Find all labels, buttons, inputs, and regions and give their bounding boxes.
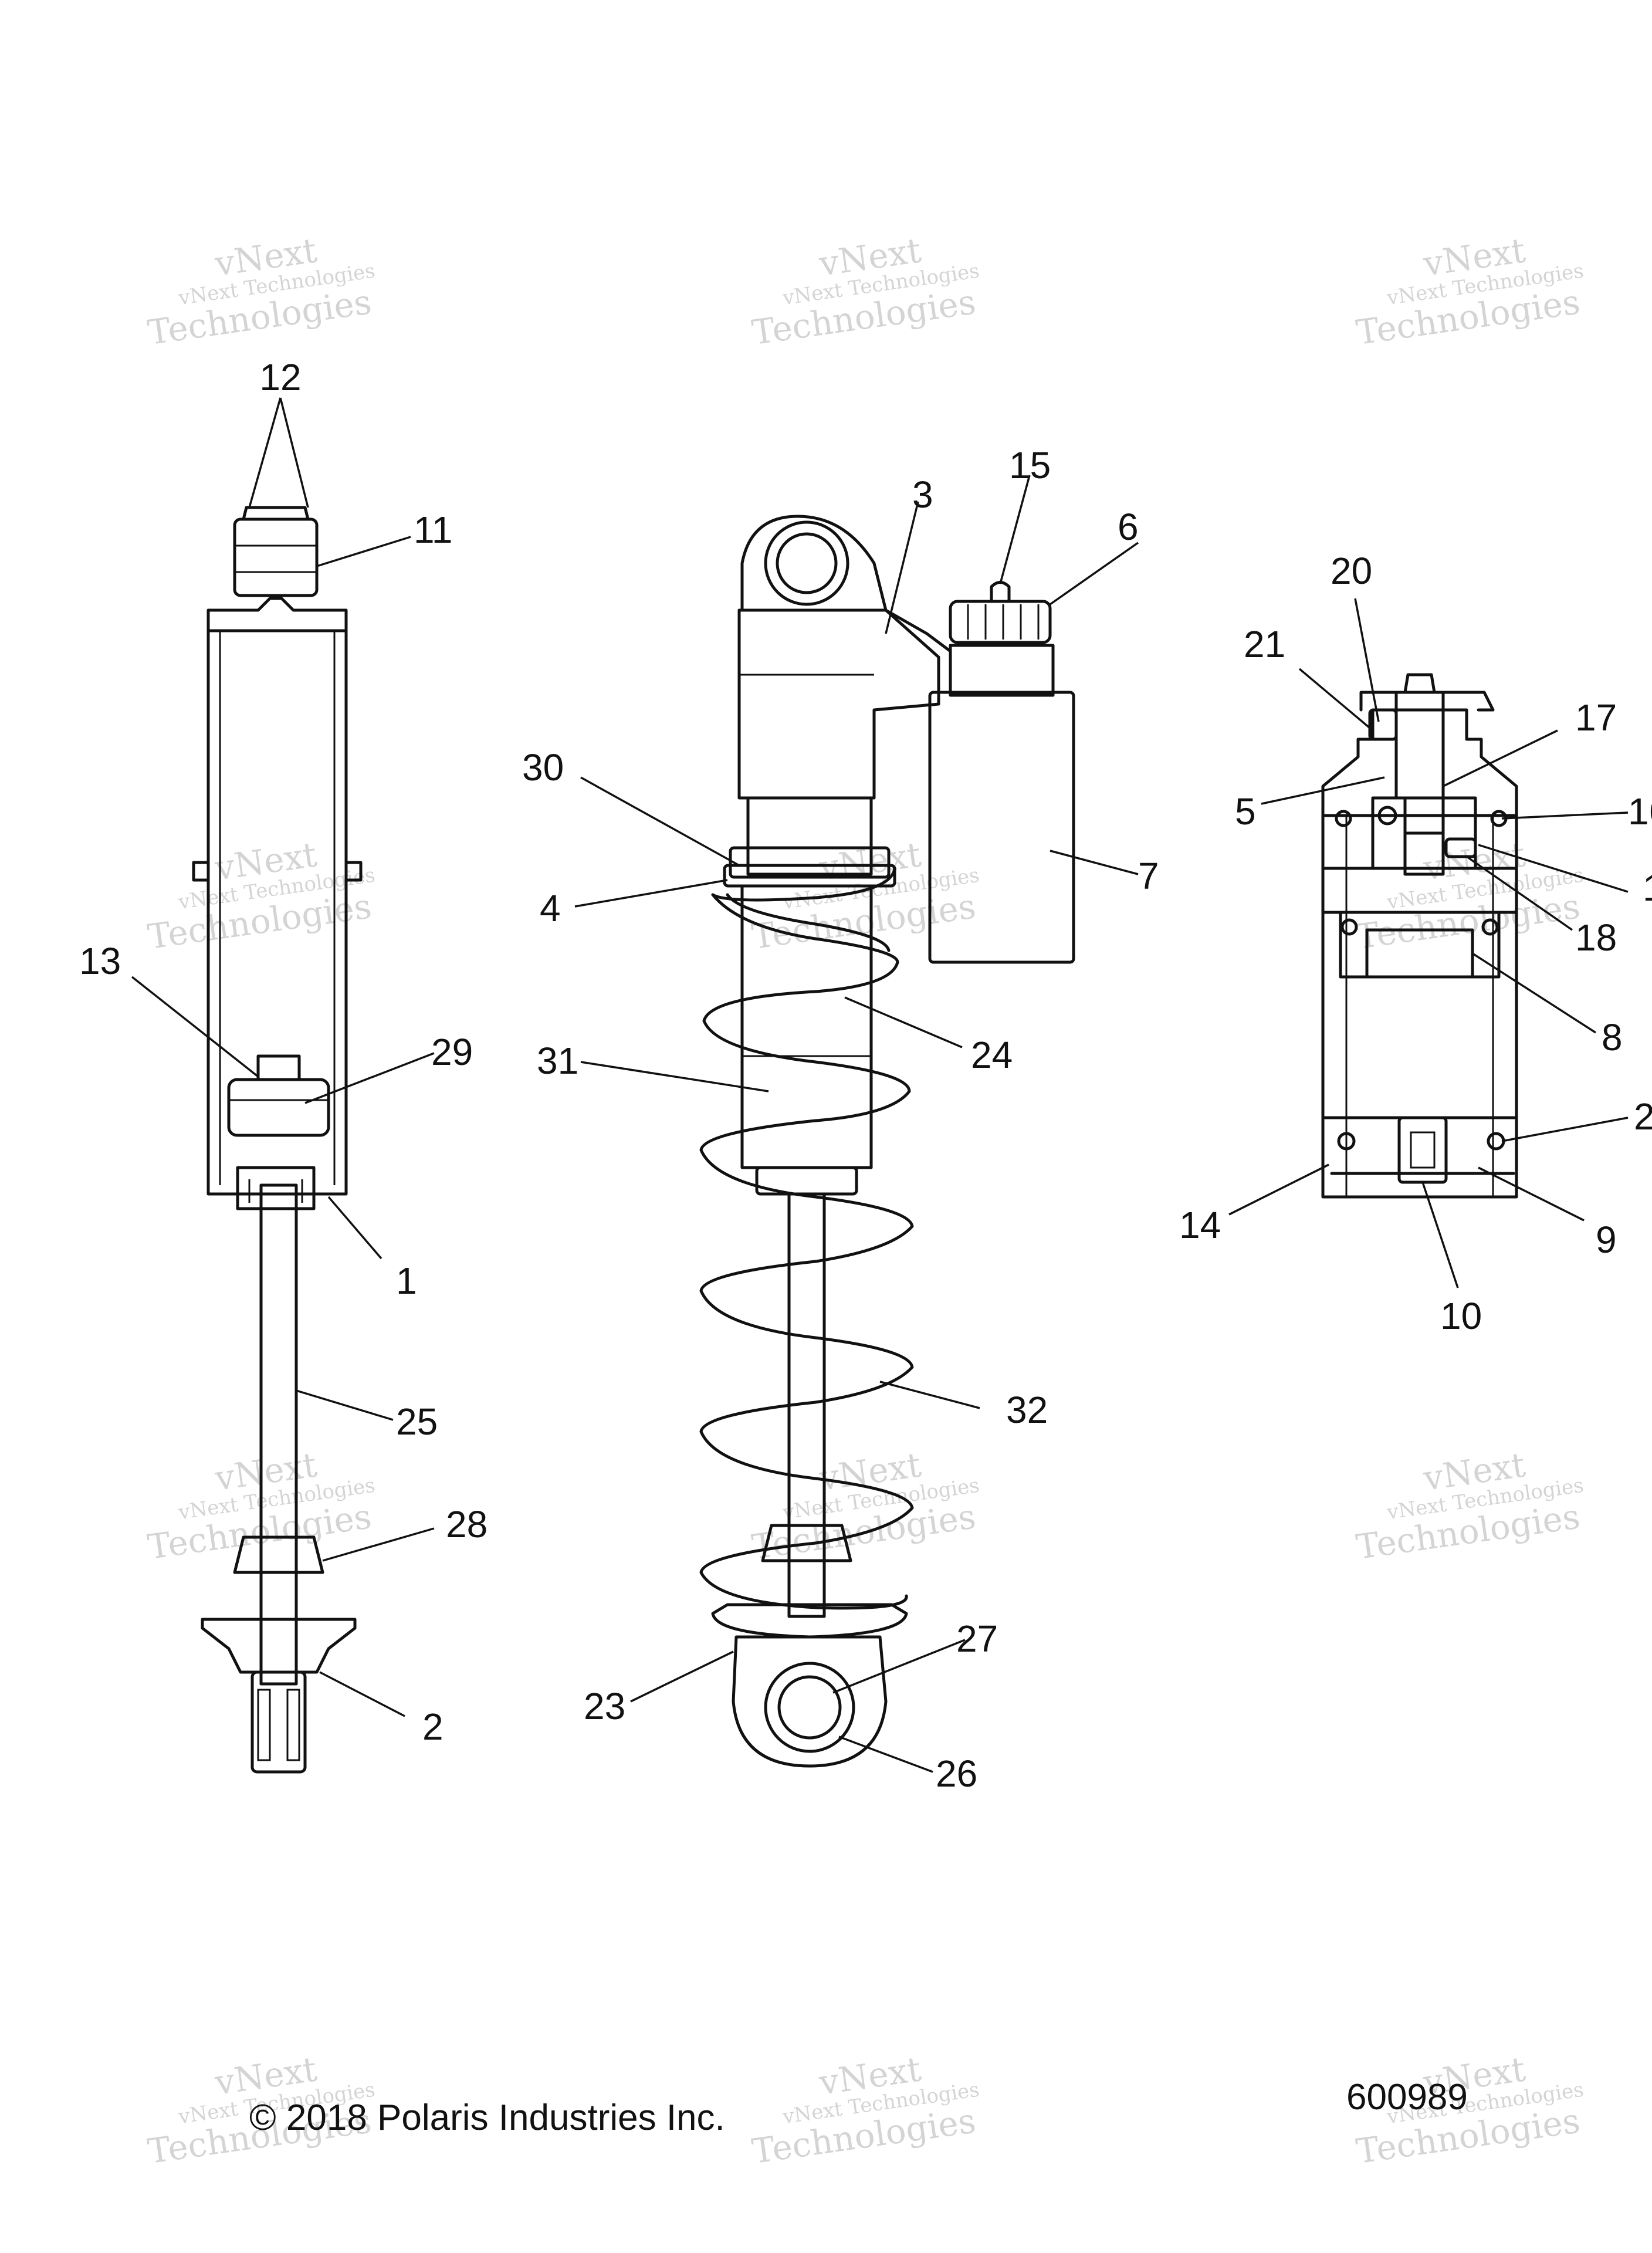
callout-27: 27 xyxy=(956,1618,998,1660)
callout-25: 25 xyxy=(396,1400,438,1443)
reservoir-knob xyxy=(1359,673,1495,712)
lower-eye xyxy=(250,1670,307,1774)
watermark: vNext vNext Technologies Technologies xyxy=(1354,1445,1585,1567)
reservoir-cap xyxy=(949,644,1055,697)
watermarks: vNext vNext Technologies Technologies vN… xyxy=(145,230,1585,2171)
callout-14: 14 xyxy=(1179,1204,1221,1246)
reservoir xyxy=(928,691,1075,964)
callout-1: 1 xyxy=(396,1260,417,1302)
preload-collar xyxy=(729,846,891,879)
callout-8: 8 xyxy=(1602,1016,1623,1058)
callout-3: 3 xyxy=(912,473,933,516)
top-eye-ring xyxy=(764,520,849,606)
callout-19: 19 xyxy=(1643,867,1652,909)
callout-2: 2 xyxy=(422,1706,444,1748)
body-tube xyxy=(206,629,348,1196)
top-eye xyxy=(740,515,888,612)
callout-23: 23 xyxy=(584,1685,625,1727)
callout-6: 6 xyxy=(1118,506,1139,548)
watermark: vNext vNext Technologies Technologies xyxy=(750,2049,981,2171)
clip xyxy=(192,861,210,882)
callout-5: 5 xyxy=(1235,790,1256,833)
adjuster-knob xyxy=(949,600,1052,644)
left-shock-section xyxy=(192,506,363,1774)
piston xyxy=(227,1078,330,1137)
spring-seat xyxy=(711,1603,908,1639)
diagram-number: 600989 xyxy=(1346,2077,1468,2117)
clip xyxy=(344,861,363,882)
spring-retainer xyxy=(201,1618,357,1674)
callout-10: 10 xyxy=(1440,1295,1482,1337)
callouts: 12 11 13 29 1 25 28 2 3 15 6 7 30 4 24 3… xyxy=(79,356,1652,1795)
top-end-cap xyxy=(206,597,348,632)
right-reservoir-section xyxy=(1321,673,1518,1199)
callout-26: 26 xyxy=(936,1753,977,1795)
callout-32: 32 xyxy=(1006,1389,1048,1431)
callout-4: 4 xyxy=(540,887,561,929)
callout-15: 15 xyxy=(1009,444,1051,486)
o-ring xyxy=(1481,918,1499,936)
piston-nut xyxy=(256,1054,301,1081)
callout-11: 11 xyxy=(414,509,452,551)
valve-cap xyxy=(990,581,1011,603)
watermark: vNext vNext Technologies Technologies xyxy=(1354,230,1585,353)
copyright-notice: © 2018 Polaris Industries Inc. xyxy=(249,2098,725,2138)
shock-body-head xyxy=(737,608,940,800)
shaft xyxy=(259,1183,298,1686)
lower-eye xyxy=(732,1635,888,1768)
callout-20: 20 xyxy=(1331,550,1372,592)
bump-stop xyxy=(233,1535,324,1574)
watermark: vNext vNext Technologies Technologies xyxy=(145,1445,377,1567)
watermark: vNext vNext Technologies Technologies xyxy=(1354,834,1585,957)
o-ring xyxy=(1335,810,1352,827)
valve-center xyxy=(1403,831,1445,876)
top-eye-bushing xyxy=(776,532,838,594)
callout-9: 9 xyxy=(1596,1219,1617,1261)
valve-stem xyxy=(1394,691,1445,800)
top-bearing xyxy=(233,517,319,597)
watermark: vNext vNext Technologies Technologies xyxy=(750,230,981,353)
center-shock-assembly xyxy=(699,515,1075,1768)
o-ring xyxy=(1487,1132,1505,1151)
callout-31: 31 xyxy=(537,1040,578,1082)
reservoir-head xyxy=(1321,708,1518,817)
callout-29: 29 xyxy=(431,1031,473,1073)
lower-eye-bushing xyxy=(777,1675,842,1740)
center-bump-stop xyxy=(761,1524,852,1562)
callout-28: 28 xyxy=(446,1503,488,1545)
body-upper xyxy=(746,796,873,876)
lower-eye-ring xyxy=(764,1662,855,1753)
coil-spring xyxy=(699,867,914,1610)
reservoir-bridge xyxy=(884,608,952,653)
callout-24: 24 xyxy=(971,1034,1013,1076)
callout-30: 30 xyxy=(522,746,564,789)
callout-12: 12 xyxy=(259,356,301,398)
callout-16: 16 xyxy=(1628,790,1652,833)
o-ring xyxy=(1337,1132,1356,1151)
callout-21: 21 xyxy=(1244,623,1285,665)
callout-22: 22 xyxy=(1634,1095,1652,1138)
callout-7: 7 xyxy=(1138,855,1159,897)
watermark: vNext vNext Technologies Technologies xyxy=(145,230,377,353)
leader-lines xyxy=(131,397,1629,1773)
bearing-cap xyxy=(242,506,310,521)
reservoir-cylinder xyxy=(1321,814,1518,1199)
callout-13: 13 xyxy=(79,940,121,982)
seal-head xyxy=(236,1166,316,1210)
shim xyxy=(1444,837,1477,858)
callout-17: 17 xyxy=(1575,696,1617,739)
o-ring xyxy=(1340,918,1358,936)
callout-18: 18 xyxy=(1575,916,1617,959)
